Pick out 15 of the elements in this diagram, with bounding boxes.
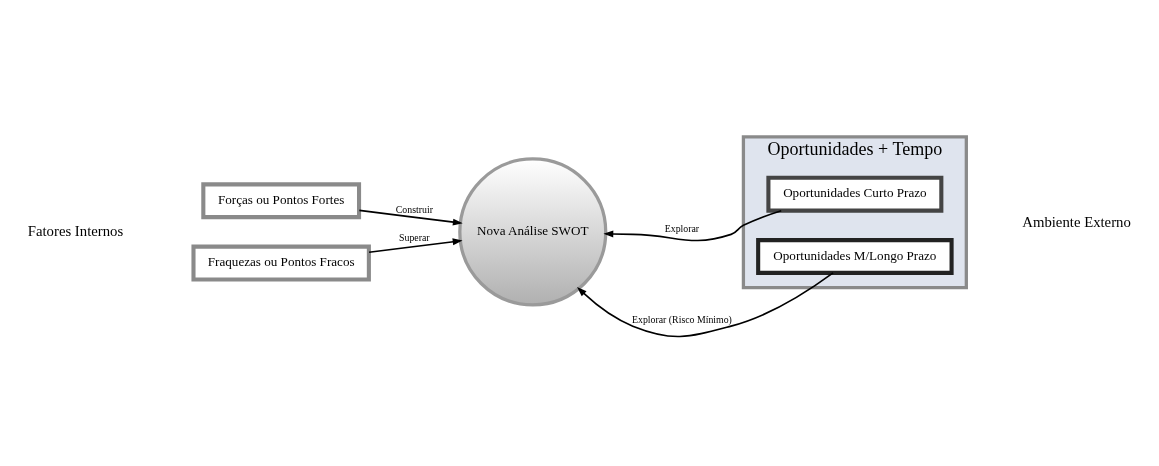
- node-circle: Nova Análise SWOT: [458, 156, 608, 306]
- arrow: [368, 237, 463, 253]
- node-box: Forças ou Pontos Fortes: [201, 181, 362, 219]
- edge-label: Superar: [399, 231, 430, 243]
- edge-label: Explorar: [664, 222, 700, 234]
- label: Ambiente Externo: [1022, 212, 1131, 229]
- node-box: Fraquezas ou Pontos Fracos: [191, 244, 371, 281]
- node-box: Oportunidades M/Longo Prazo: [756, 237, 954, 275]
- node-box: Oportunidades Curto Prazo: [766, 175, 944, 213]
- arrow: [603, 209, 783, 241]
- arrow: [577, 271, 834, 337]
- arrow: [358, 209, 463, 225]
- edge-label: Construir: [395, 203, 433, 215]
- label: Fatores Internos: [27, 222, 124, 239]
- edge-label: Explorar (Risco Mínimo): [631, 313, 732, 325]
